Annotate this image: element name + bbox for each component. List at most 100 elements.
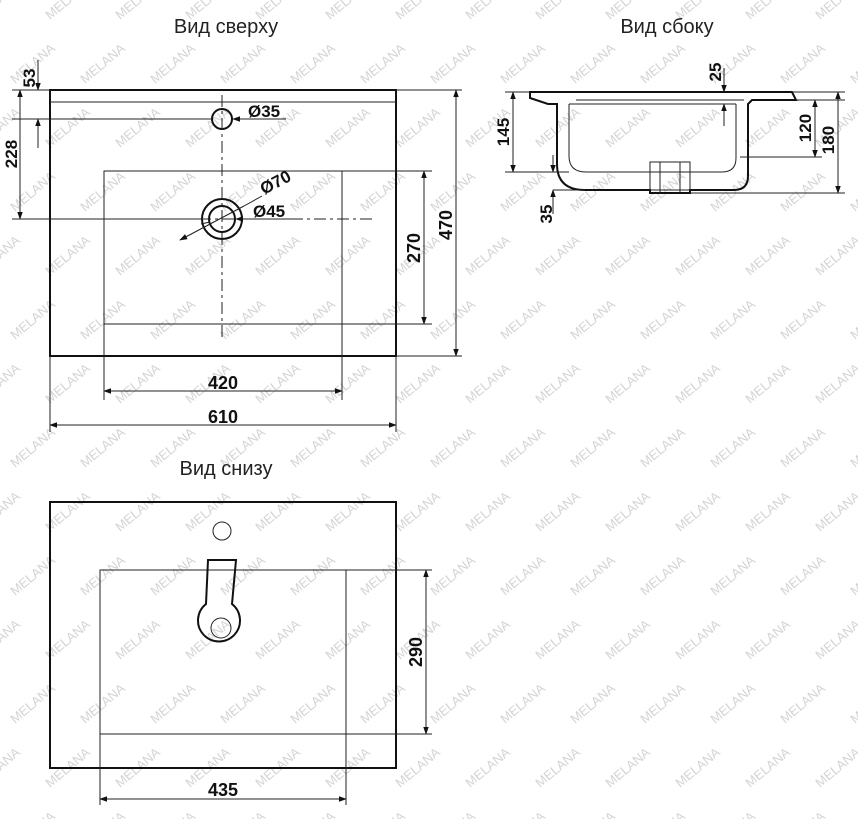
watermark-text: MELANA <box>777 296 828 342</box>
watermark-text: MELANA <box>532 616 583 662</box>
watermark-text: MELANA <box>707 424 758 470</box>
watermark-text: MELANA <box>777 808 828 819</box>
watermark-text: MELANA <box>392 488 443 534</box>
watermark-text: MELANA <box>287 424 338 470</box>
watermark-text: MELANA <box>672 360 723 406</box>
watermark-text: MELANA <box>392 0 443 22</box>
watermark-text: MELANA <box>147 40 198 86</box>
watermark-text: MELANA <box>812 0 858 22</box>
watermark-text: MELANA <box>497 40 548 86</box>
dim-total-width: 610 <box>208 407 238 427</box>
watermark-text: MELANA <box>427 808 478 819</box>
watermark-text: MELANA <box>497 808 548 819</box>
watermark-text: MELANA <box>532 488 583 534</box>
watermark-text: MELANA <box>637 424 688 470</box>
watermark-text: MELANA <box>252 360 303 406</box>
watermark-text: MELANA <box>7 808 58 819</box>
watermark-text: MELANA <box>217 40 268 86</box>
watermark-text: MELANA <box>532 360 583 406</box>
top-view-title: Вид сверху <box>174 16 278 38</box>
dim-bowl-width-top: 420 <box>208 373 238 393</box>
watermark-text: MELANA <box>742 0 793 22</box>
watermark-text: MELANA <box>77 808 128 819</box>
dim-bowl-depth-top: 270 <box>404 233 424 263</box>
watermark-text: MELANA <box>252 232 303 278</box>
bottom-drain-hole <box>210 617 232 639</box>
watermark-text: MELANA <box>672 104 723 150</box>
watermark-text: MELANA <box>77 552 128 598</box>
watermark-text: MELANA <box>637 808 688 819</box>
watermark-text: MELANA <box>462 232 513 278</box>
top-view-outline <box>49 89 397 357</box>
side-view-title: Вид сбоку <box>620 16 713 38</box>
watermark-text: MELANA <box>532 744 583 790</box>
watermark-text: MELANA <box>287 296 338 342</box>
bottom-faucet-hole <box>212 521 232 541</box>
dim-bottom-depth: 290 <box>406 637 426 667</box>
watermark-text: MELANA <box>602 360 653 406</box>
watermark-text: MELANA <box>112 488 163 534</box>
watermark-text: MELANA <box>462 360 513 406</box>
watermark-text: MELANA <box>602 744 653 790</box>
watermark-text: MELANA <box>462 744 513 790</box>
watermark-text: MELANA <box>392 744 443 790</box>
watermark-text: MELANA <box>567 40 618 86</box>
watermark-text: MELANA <box>812 360 858 406</box>
watermark-text: MELANA <box>427 552 478 598</box>
watermark-text: MELANA <box>147 680 198 726</box>
watermark-text: MELANA <box>567 808 618 819</box>
watermark-text: MELANA <box>777 680 828 726</box>
top-view-bowl <box>103 170 343 325</box>
watermark-text: MELANA <box>287 168 338 214</box>
dim-hole-position: 228 <box>2 140 21 168</box>
watermark-text: MELANA <box>672 488 723 534</box>
side-view: Вид сбоку 145 35 25 120 180 <box>494 16 845 223</box>
bottom-view: Вид снизу 290 435 <box>49 458 432 805</box>
watermark-text: MELANA <box>847 296 858 342</box>
watermark-text: MELANA <box>77 680 128 726</box>
watermark-text: MELANA <box>287 680 338 726</box>
watermark-text: MELANA <box>707 296 758 342</box>
watermark-text: MELANA <box>742 616 793 662</box>
watermark-text: MELANA <box>77 40 128 86</box>
watermark-text: MELANA <box>672 232 723 278</box>
watermark-text: MELANA <box>707 168 758 214</box>
watermark-text: MELANA <box>707 552 758 598</box>
watermark-text: MELANA <box>0 0 23 22</box>
watermark-text: MELANA <box>77 168 128 214</box>
dim-total-depth: 470 <box>436 210 456 240</box>
watermark-text: MELANA <box>532 232 583 278</box>
watermark-text: MELANA <box>602 616 653 662</box>
watermark-text: MELANA <box>112 0 163 22</box>
watermark-text: MELANA <box>497 680 548 726</box>
watermark-text: MELANA <box>7 424 58 470</box>
watermark-text: MELANA <box>357 808 408 819</box>
watermark-text: MELANA <box>357 424 408 470</box>
bottom-view-bowl <box>99 569 347 735</box>
watermark-text: MELANA <box>707 808 758 819</box>
watermark-text: MELANA <box>182 488 233 534</box>
dim-drain-inner: Ø45 <box>253 202 285 221</box>
watermark-text: MELANA <box>217 808 268 819</box>
watermark-text: MELANA <box>357 680 408 726</box>
watermark-text: MELANA <box>147 296 198 342</box>
watermark-text: MELANA <box>287 808 338 819</box>
watermark-text: MELANA <box>847 424 858 470</box>
watermark-text: MELANA <box>112 232 163 278</box>
watermark-text: MELANA <box>532 0 583 22</box>
watermark-text: MELANA <box>567 168 618 214</box>
watermark-text: MELANA <box>322 0 373 22</box>
watermark-text: MELANA <box>322 488 373 534</box>
watermark-text: MELANA <box>427 40 478 86</box>
watermark-text: MELANA <box>357 40 408 86</box>
watermark-text: MELANA <box>147 552 198 598</box>
watermark-text: MELANA <box>287 552 338 598</box>
watermark-text: MELANA <box>847 40 858 86</box>
watermark-text: MELANA <box>847 680 858 726</box>
watermark-text: MELANA <box>427 296 478 342</box>
dim-side-inner: 120 <box>796 114 815 142</box>
watermark-text: MELANA <box>182 104 233 150</box>
watermark-text: MELANA <box>777 552 828 598</box>
watermark-text: MELANA <box>77 296 128 342</box>
watermark-text: MELANA <box>567 296 618 342</box>
